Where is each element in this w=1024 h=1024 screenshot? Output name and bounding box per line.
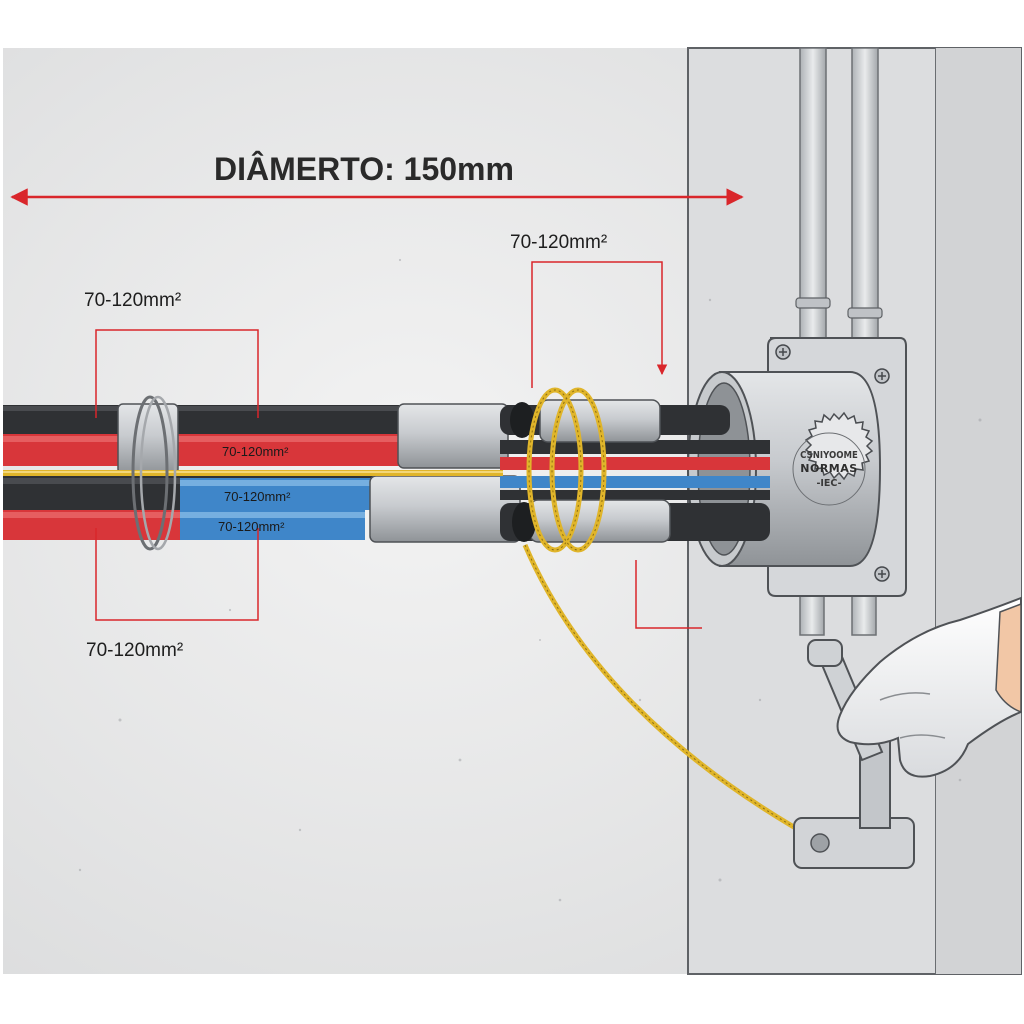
bracket-bottom-left	[95, 528, 259, 621]
seal-line3: -IEC-	[816, 478, 841, 489]
label-bottom-left: 70-120mm²	[86, 640, 183, 661]
label-top-right: 70-120mm²	[510, 232, 607, 253]
callout-brackets	[95, 261, 702, 629]
bracket-top-left	[95, 329, 259, 418]
sleeve-upper	[397, 403, 509, 469]
label-top-left: 70-120mm²	[84, 290, 181, 311]
normas-seal: CSNIYOOME NORMAS -IEC-	[792, 411, 874, 506]
gloved-hand	[836, 596, 1022, 778]
concrete-texture	[78, 258, 992, 902]
pillar-side	[936, 48, 1021, 974]
cable-label-red: 70-120mm²	[222, 444, 289, 459]
cable-label-blue-2: 70-120mm²	[218, 519, 285, 534]
vertical-conduits	[795, 47, 883, 636]
cable-tie-1	[131, 395, 169, 551]
bracket-top-right	[531, 261, 668, 388]
diameter-label: DIÂMERTO: 150mm	[214, 151, 514, 187]
cable-bundle	[3, 387, 770, 553]
seal-line2: NORMAS	[800, 462, 857, 475]
seal-line1: CSNIYOOME	[800, 450, 858, 461]
bracket-bottom-right	[635, 560, 702, 629]
cable-label-blue-1: 70-120mm²	[224, 489, 291, 504]
cable-tie-2	[139, 395, 177, 551]
sleeve-lower	[369, 475, 521, 543]
